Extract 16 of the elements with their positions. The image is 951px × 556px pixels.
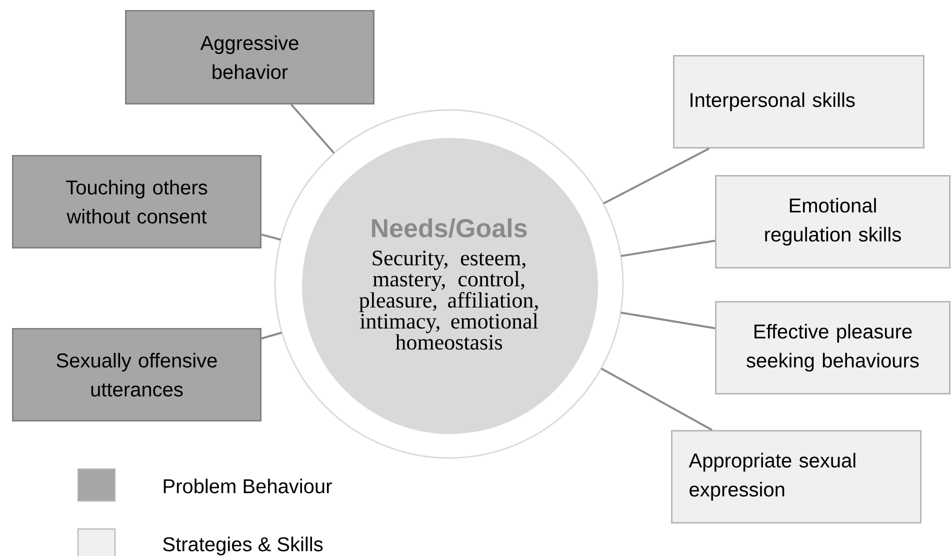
skill-box: Emotional regulation skills	[715, 175, 950, 268]
connector-line	[261, 234, 281, 241]
skill-box: Interpersonal skills	[673, 55, 924, 148]
behaviour-box: Sexually offensive utterances	[12, 328, 262, 422]
connector-line	[261, 332, 282, 340]
behaviour-box: Touching others without consent	[12, 155, 262, 248]
connector-line	[620, 240, 716, 258]
skill-box: Effective pleasure seeking behaviours	[715, 301, 950, 394]
connector-line	[603, 148, 710, 204]
legend-label: Problem Behaviour	[164, 478, 332, 494]
behaviour-box: Aggressive behavior	[125, 10, 374, 104]
skill-box: Appropriate sexual expression	[671, 430, 922, 524]
connector-line	[290, 104, 335, 154]
legend-label: Strategies & Skills	[163, 536, 323, 556]
connector-line	[600, 368, 713, 431]
connector-line	[620, 312, 716, 330]
